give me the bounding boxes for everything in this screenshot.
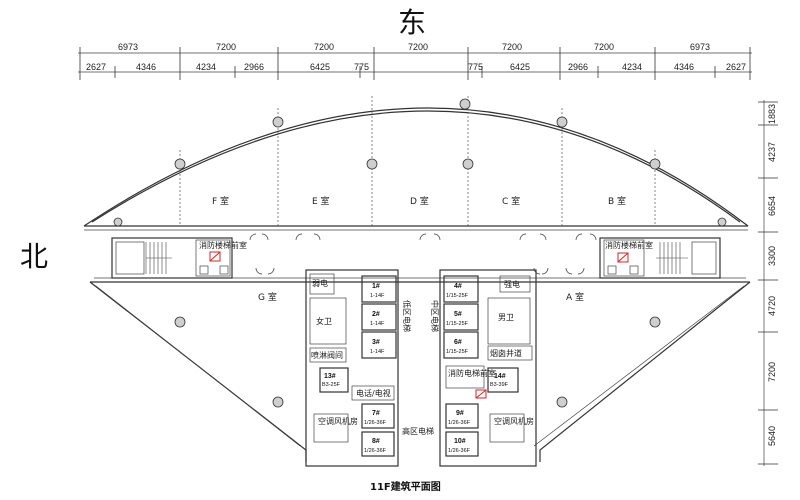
- column-circle: [272, 396, 284, 408]
- column-circle: [366, 158, 378, 170]
- dim-sub-4: 2966: [244, 62, 264, 72]
- corridor-doors: [249, 233, 597, 275]
- right-dimensions: 1883 4237 6654 3300 4720 7200 5640: [758, 100, 778, 466]
- elevator-3-range: 1-14F: [370, 349, 385, 355]
- male-wc-label: 男卫: [498, 313, 514, 322]
- cable-shaft-label: 电话/电视: [356, 388, 391, 398]
- column-circle: [649, 316, 661, 328]
- dim-top-4: 7200: [408, 42, 428, 52]
- dim-top-3: 7200: [314, 42, 334, 52]
- dim-right-4: 3300: [767, 246, 777, 266]
- dim-sub-8: 6425: [510, 62, 530, 72]
- dim-sub-9: 2966: [568, 62, 588, 72]
- elevator-3-num: 3#: [372, 339, 380, 346]
- elevator-9-range: 1/26-36F: [448, 420, 471, 426]
- room-g-label: G 室: [258, 291, 277, 303]
- column-circle: [174, 158, 186, 170]
- elevator-2-range: 1-14F: [370, 321, 385, 327]
- column-circle: [459, 98, 471, 110]
- structural-columns: [113, 98, 727, 408]
- elevator-5-range: 1/15-25F: [446, 321, 469, 327]
- dim-right-2: 4237: [767, 142, 777, 162]
- room-b-label: B 室: [608, 195, 626, 207]
- elevator-1-range: 1-14F: [370, 293, 385, 299]
- compass-east-label: 东: [398, 6, 426, 39]
- strong-power-label: 强电: [504, 279, 520, 289]
- dim-right-6: 7200: [767, 362, 777, 382]
- elevator-9-num: 9#: [456, 410, 464, 417]
- elevator-6-range: 1/15-25F: [446, 349, 469, 355]
- low-zone-elevator-label: 低区电梯: [402, 300, 412, 332]
- elevator-4-num: 4#: [454, 283, 462, 290]
- column-circle: [174, 316, 186, 328]
- elevator-7-num: 7#: [372, 410, 380, 417]
- elevator-13-range: B3-25F: [322, 382, 341, 388]
- elevator-2-num: 2#: [372, 311, 380, 318]
- elevator-6-num: 6#: [454, 339, 462, 346]
- room-c-label: C 室: [502, 195, 520, 207]
- fire-elevator-room-label: 消防电梯前室: [448, 368, 496, 378]
- column-circle: [113, 217, 123, 227]
- top-dimensions: 6973 7200 7200 7200 7200 7200 6973 2627 …: [78, 42, 752, 80]
- elevator-5-num: 5#: [454, 311, 462, 318]
- dim-sub-2: 4346: [136, 62, 156, 72]
- elevator-8-num: 8#: [372, 438, 380, 445]
- dim-right-5: 4720: [767, 296, 777, 316]
- core-left: 弱电 女卫 喷淋阀间 1# 1-14F 2# 1-14F 3# 1-14F 低区…: [305, 269, 412, 467]
- dim-right-7: 5640: [767, 426, 777, 446]
- dim-top-2: 7200: [216, 42, 236, 52]
- column-circle: [649, 158, 661, 170]
- core-right: 4# 1/15-25F 5# 1/15-25F 6# 1/15-25F 中区电梯…: [430, 269, 537, 467]
- right-stair-block: 消防楼梯前室: [599, 237, 721, 279]
- column-circle: [556, 116, 568, 128]
- dim-right-1: 1883: [767, 104, 777, 124]
- dim-right-3: 6654: [767, 196, 777, 216]
- dim-sub-12: 2627: [726, 62, 746, 72]
- elevator-14-num: 14#: [494, 373, 506, 380]
- column-circle: [272, 116, 284, 128]
- room-e-label: E 室: [312, 195, 330, 207]
- weak-power-label: 弱电: [312, 278, 328, 288]
- column-circle: [717, 217, 727, 227]
- dim-sub-10: 4234: [622, 62, 642, 72]
- dim-top-7: 6973: [690, 42, 710, 52]
- dim-sub-1: 2627: [86, 62, 106, 72]
- fire-stair-left-label: 消防楼梯前室: [199, 240, 247, 250]
- elevator-8-range: 1/26-36F: [364, 448, 387, 454]
- dim-top-6: 7200: [594, 42, 614, 52]
- sprinkler-room-label: 喷淋阀间: [311, 350, 343, 360]
- elevator-14-range: B3-39F: [490, 382, 509, 388]
- elevator-4-range: 1/15-25F: [446, 293, 469, 299]
- elevator-7-range: 1/26-36F: [364, 420, 387, 426]
- dim-sub-3: 4234: [196, 62, 216, 72]
- female-wc-label: 女卫: [316, 316, 332, 326]
- fire-stair-right-label: 消防楼梯前室: [605, 240, 653, 250]
- column-circle: [556, 396, 568, 408]
- dim-sub-11: 4346: [674, 62, 694, 72]
- room-f-label: F 室: [212, 195, 229, 207]
- elevator-10-range: 1/26-36F: [448, 448, 471, 454]
- left-stair-block: 消防楼梯前室: [111, 237, 247, 279]
- drawing-title: 11F建筑平面图: [370, 480, 441, 493]
- ac-room-left-label: 空调风机房: [318, 416, 358, 426]
- compass-north-label: 北: [20, 240, 48, 273]
- high-zone-elevator-label: 高区电梯: [402, 426, 434, 436]
- dim-sub-5: 6425: [310, 62, 330, 72]
- column-circle: [462, 158, 474, 170]
- dim-top-5: 7200: [502, 42, 522, 52]
- dim-sub-6: 775: [354, 62, 369, 72]
- room-d-label: D 室: [410, 195, 429, 207]
- room-a-label: A 室: [566, 291, 584, 303]
- dim-sub-7: 775: [468, 62, 483, 72]
- ac-room-right-label: 空调风机房: [494, 416, 534, 426]
- elevator-1-num: 1#: [372, 283, 380, 290]
- elevator-10-num: 10#: [454, 438, 466, 445]
- smoke-shaft-label: 烟囱井道: [490, 348, 522, 358]
- dim-top-1: 6973: [118, 42, 138, 52]
- mid-zone-elevator-label: 中区电梯: [430, 300, 440, 332]
- elevator-13-num: 13#: [324, 373, 336, 380]
